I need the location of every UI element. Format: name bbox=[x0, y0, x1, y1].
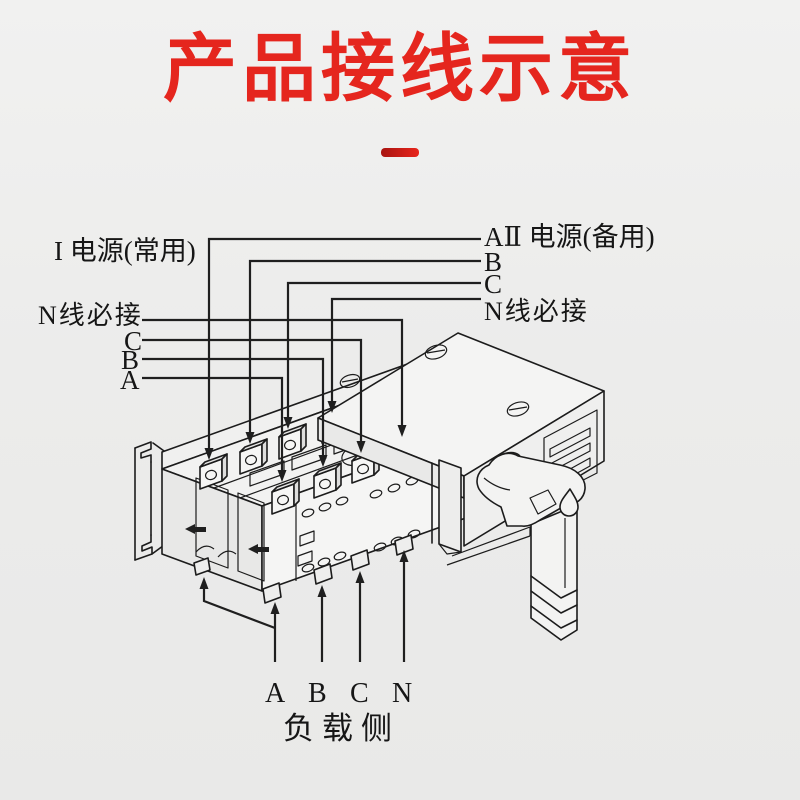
leader-source2-n bbox=[327, 297, 481, 413]
terminal-source2-b bbox=[239, 438, 268, 475]
load-foot-b bbox=[313, 563, 333, 585]
label-load-c: C bbox=[350, 678, 369, 709]
leader-source1-b bbox=[142, 357, 328, 467]
arrow-down-icon bbox=[245, 432, 255, 444]
bolt-icon bbox=[248, 544, 269, 554]
title-block: 产品接线示意 bbox=[0, 30, 800, 157]
arrow-up-icon bbox=[399, 550, 409, 562]
screw-icon bbox=[339, 373, 361, 389]
label-source1-b: B bbox=[121, 345, 139, 375]
teardrop-hole bbox=[559, 488, 579, 517]
arrow-down-icon bbox=[277, 470, 287, 482]
leader-source2-a bbox=[204, 237, 481, 460]
arrow-down-icon bbox=[318, 455, 328, 467]
terminal-source1-a bbox=[271, 478, 300, 515]
arrow-down-icon bbox=[327, 401, 337, 413]
load-foot-c bbox=[350, 549, 370, 571]
leader-load-b bbox=[317, 585, 327, 662]
leader-load-c bbox=[355, 571, 365, 662]
leader-source1-a bbox=[142, 376, 287, 482]
page-title: 产品接线示意 bbox=[163, 27, 637, 110]
leader-source2-c bbox=[283, 281, 481, 429]
handle-grip bbox=[476, 452, 586, 527]
arrow-down-icon bbox=[283, 417, 293, 429]
label-source2-b: B bbox=[484, 247, 502, 277]
label-load-side: 负载侧 bbox=[283, 711, 400, 746]
leader-load-n bbox=[399, 550, 409, 662]
screw-icon bbox=[506, 401, 530, 417]
arrow-up-icon bbox=[355, 571, 365, 583]
arrow-down-icon bbox=[204, 448, 214, 460]
load-foot-a2 bbox=[193, 557, 211, 576]
label-source1-a: A bbox=[120, 365, 140, 395]
operating-handle bbox=[476, 451, 586, 641]
label-source1-title: I 电源(常用) bbox=[54, 236, 196, 266]
handle-stripes bbox=[530, 575, 578, 629]
label-load-a: A bbox=[265, 678, 286, 709]
arrow-up-icon bbox=[317, 585, 327, 597]
title-dash-icon bbox=[381, 147, 419, 157]
leader-source1-n bbox=[142, 318, 407, 437]
terminal-source1-b bbox=[313, 462, 342, 499]
leader-source1-c bbox=[142, 338, 366, 453]
handle-thumb-recess bbox=[529, 489, 557, 515]
arrow-down-icon bbox=[356, 441, 366, 453]
diagram-labels: I 电源(常用) N线必接 C B A AⅡ 电源(备用) B C N线必接 A… bbox=[38, 222, 655, 746]
arrow-up-icon bbox=[199, 577, 209, 589]
handle-shaft bbox=[530, 504, 578, 641]
bolt-icon bbox=[185, 524, 206, 534]
screw-icon bbox=[424, 344, 448, 360]
leader-lines bbox=[142, 237, 481, 662]
label-source1-c: C bbox=[124, 326, 142, 356]
label-load-b: B bbox=[308, 678, 327, 709]
mechanism-pillar bbox=[431, 459, 462, 555]
load-foot-n bbox=[394, 534, 414, 556]
label-source1-n: N线必接 bbox=[38, 301, 143, 330]
load-foot-a bbox=[262, 582, 282, 604]
pole-module-slab bbox=[237, 492, 265, 582]
label-source2-c: C bbox=[484, 269, 502, 299]
label-source2-n: N线必接 bbox=[484, 297, 589, 326]
leader-source2-b bbox=[245, 259, 481, 444]
label-source2-title: AⅡ 电源(备用) bbox=[484, 222, 655, 252]
arrow-down-icon bbox=[397, 425, 407, 437]
leader-load-a bbox=[199, 577, 280, 662]
label-load-n: N bbox=[392, 678, 412, 709]
arrow-up-icon bbox=[270, 602, 280, 614]
din-rail bbox=[446, 526, 531, 566]
terminal-source2-a bbox=[199, 453, 228, 490]
